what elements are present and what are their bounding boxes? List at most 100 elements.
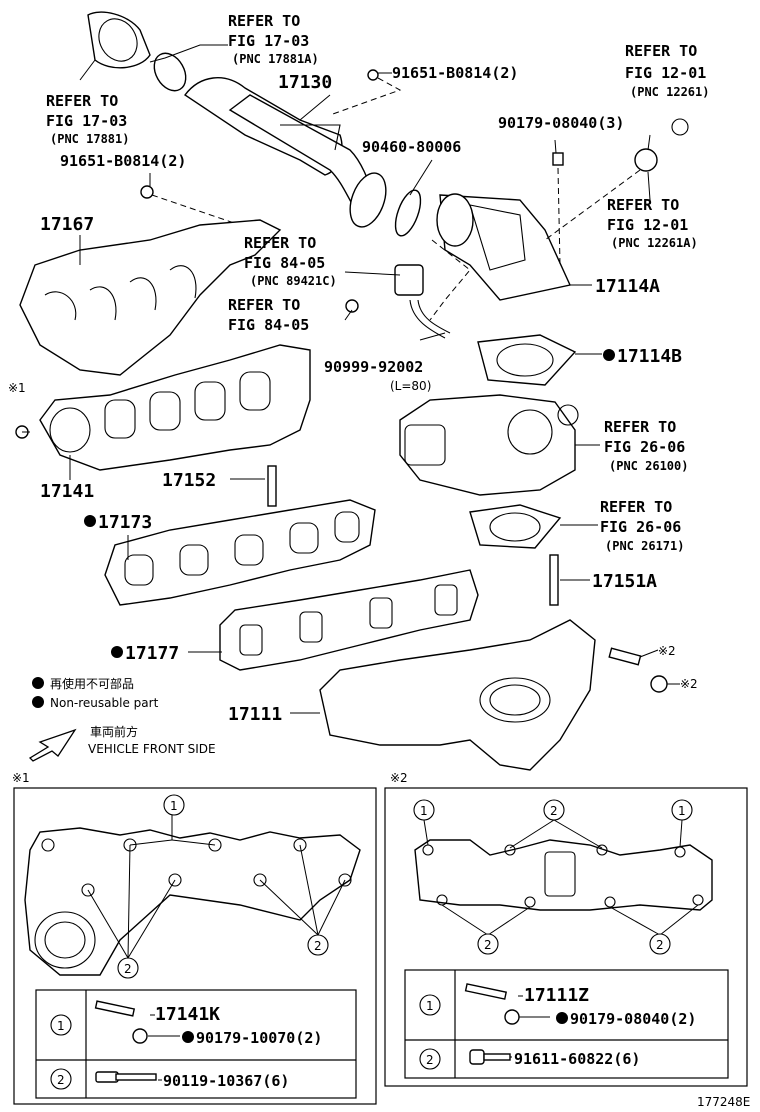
- refer-12261a-line3: (PNC 12261A): [611, 236, 698, 250]
- detail-2-table-row2-num: 2: [426, 1053, 434, 1067]
- detail-1-callout-2a-num: 2: [124, 962, 132, 976]
- detail-1-callout-2b: [307, 934, 329, 956]
- intake-connector-17114a-drawing: [436, 193, 571, 301]
- gasket-17177-drawing: [219, 569, 479, 671]
- refer-26171-line1: REFER TO: [600, 498, 672, 516]
- part-17111: 17111: [228, 704, 282, 725]
- detail-1-part-90119: 90119-10367(6): [163, 1072, 289, 1090]
- gasket-throttle-drawing: [469, 504, 562, 549]
- detail-2-callout-2b-num: 2: [484, 938, 492, 952]
- intake-manifold-17111-drawing: [319, 619, 668, 771]
- detail-2-mark: ※2: [390, 771, 408, 785]
- dashed-leaders-top: [151, 77, 641, 321]
- part-17152: 17152: [162, 470, 216, 491]
- detail-2-part-17111z: 17111Z: [524, 985, 589, 1006]
- refer-84-05-line1: REFER TO: [228, 296, 300, 314]
- detail-box-2: [384, 787, 748, 1087]
- nonreusable-dot-17173: [84, 515, 96, 527]
- part-17151a: 17151A: [592, 571, 657, 592]
- figure-id: 177248E: [697, 1095, 750, 1109]
- part-90460: 90460-80006: [362, 138, 461, 156]
- part-17141: 17141: [40, 481, 94, 502]
- refer-12261a-line2: FIG 12-01: [607, 216, 688, 234]
- bolt-91651-top-drawing: [140, 69, 689, 199]
- refer-89421c-line2: FIG 84-05: [244, 254, 325, 272]
- detail-1-table: [35, 989, 357, 1099]
- detail-1-table-row1-key: [50, 1014, 72, 1036]
- refer-17881a-line1: REFER TO: [228, 12, 300, 30]
- part-17114a: 17114A: [595, 276, 660, 297]
- part-17173: 17173: [98, 512, 152, 533]
- detail-2-callout-1a-num: 1: [420, 804, 428, 818]
- gasket-17114b-drawing: [477, 334, 577, 386]
- detail-2-table-row2-key: [419, 1048, 441, 1070]
- part-90179-08040-3: 90179-08040(3): [498, 114, 624, 132]
- refer-17881a-line2: FIG 17-03: [228, 32, 309, 50]
- refer-26171-line2: FIG 26-06: [600, 518, 681, 536]
- refer-89421c-line3: (PNC 89421C): [250, 274, 337, 288]
- detail-2-callout-2a: [543, 799, 565, 821]
- front-side-jp: 車両前方: [90, 724, 138, 739]
- detail-1-table-row2-key: [50, 1068, 72, 1090]
- detail-1-callout-1: [163, 794, 185, 816]
- detail-2-table-row1-key: [419, 994, 441, 1016]
- air-pipe-17130-drawing: [183, 77, 422, 237]
- refer-17881-line1: REFER TO: [46, 92, 118, 110]
- part-90999: 90999-92002: [324, 358, 423, 376]
- detail-1-callout-2a: [117, 957, 139, 979]
- part-91651-left: 91651-B0814(2): [60, 152, 186, 170]
- detail-box-1: [13, 787, 377, 1105]
- exhaust-manifold-17141-drawing: [15, 344, 311, 471]
- nonreusable-dot-17177: [111, 646, 123, 658]
- detail-2-part-91611: 91611-60822(6): [514, 1050, 640, 1068]
- legend-nonreusable-en: Non-reusable part: [50, 696, 159, 710]
- part-17130: 17130: [278, 72, 332, 93]
- refer-26171-line3: (PNC 26171): [605, 539, 684, 553]
- detail-1-part-90179-10070: 90179-10070(2): [196, 1029, 322, 1047]
- detail-2-table-bolts: [464, 983, 550, 1065]
- detail-1-part-17141k: 17141K: [155, 1004, 220, 1025]
- detail-2-callout-lines: [423, 819, 699, 936]
- vehicle-front-arrow-icon: [28, 728, 77, 762]
- refer-17881-line3: (PNC 17881): [50, 132, 129, 146]
- refer-89421c-line1: REFER TO: [244, 234, 316, 252]
- part-17114b: 17114B: [617, 346, 682, 367]
- refer-12261a-line1: REFER TO: [607, 196, 679, 214]
- throttle-body-drawing: [399, 394, 579, 496]
- mark-2-nut: ※2: [680, 677, 698, 691]
- refer-26100-line2: FIG 26-06: [604, 438, 685, 456]
- refer-26100-line3: (PNC 26100): [609, 459, 688, 473]
- part-90999-length: (L=80): [390, 379, 431, 393]
- part-17167: 17167: [40, 214, 94, 235]
- detail-1-callout-1-num: 1: [170, 799, 178, 813]
- nonreusable-dot-90179-10070: [182, 1031, 194, 1043]
- detail-1-table-bolts: [94, 1000, 180, 1083]
- detail-1-manifold-drawing: [24, 827, 361, 976]
- detail-1-table-row2-num: 2: [57, 1073, 65, 1087]
- nonreusable-dot-90179-08040: [556, 1012, 568, 1024]
- mark-2-stud: ※2: [658, 644, 676, 658]
- detail-1-callout-lines: [87, 812, 346, 959]
- refer-26100-line1: REFER TO: [604, 418, 676, 436]
- refer-12261-line1: REFER TO: [625, 42, 697, 60]
- detail-2-manifold-drawing: [414, 839, 713, 911]
- stud-17151a-drawing: [549, 554, 559, 606]
- detail-2-part-90179-08040-2: 90179-08040(2): [570, 1010, 696, 1028]
- refer-12261-line3: (PNC 12261): [630, 85, 709, 99]
- gasket-17173-drawing: [104, 499, 376, 606]
- front-side-en: VEHICLE FRONT SIDE: [88, 742, 216, 756]
- heat-insulator-17167-drawing: [19, 219, 282, 376]
- detail-2-callout-1a: [413, 799, 435, 821]
- detail-1-callout-2b-num: 2: [314, 939, 322, 953]
- part-17177: 17177: [125, 643, 179, 664]
- detail-2-callout-2a-num: 2: [550, 804, 558, 818]
- legend-dot-en: [32, 696, 44, 708]
- nonreusable-dot-17114b: [603, 349, 615, 361]
- detail-2-callout-1b: [671, 799, 693, 821]
- refer-84-05-line2: FIG 84-05: [228, 316, 309, 334]
- detail-2-callout-2b: [477, 933, 499, 955]
- detail-2-callout-2c: [649, 933, 671, 955]
- part-91651-top: 91651-B0814(2): [392, 64, 518, 82]
- mark-1-top: ※1: [8, 381, 26, 395]
